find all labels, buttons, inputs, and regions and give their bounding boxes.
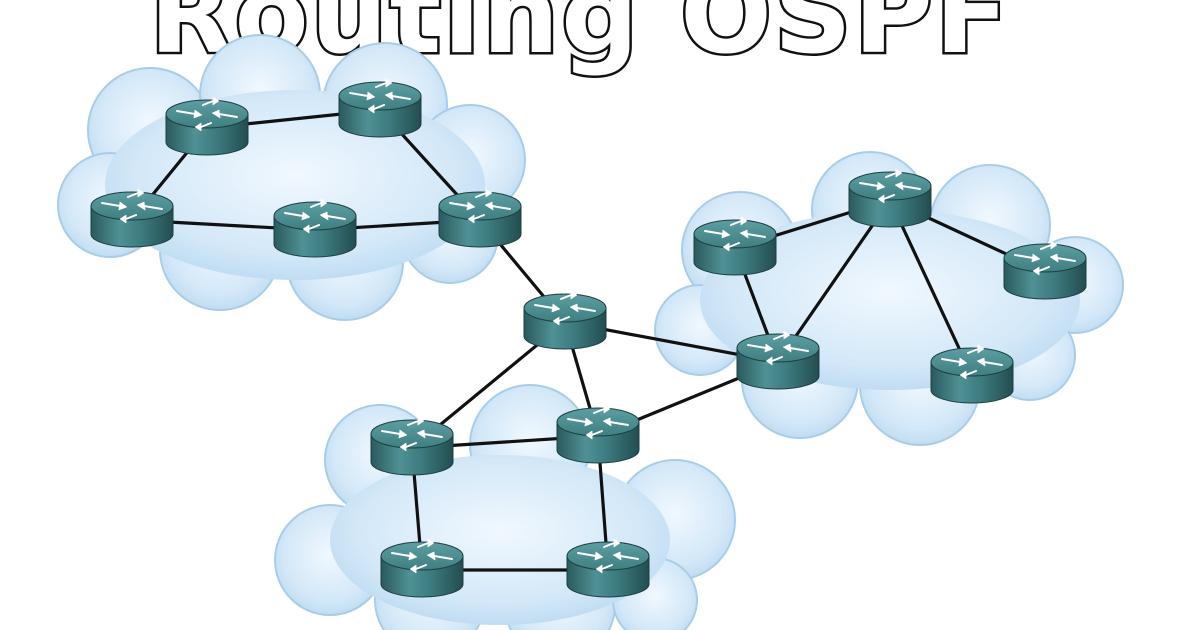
link-r13-r15 xyxy=(888,198,974,378)
router-icon-r9 xyxy=(380,538,464,598)
router-icon-r15 xyxy=(930,344,1014,404)
router-icon-r4 xyxy=(273,198,357,258)
router-icon-r11 xyxy=(736,330,820,390)
cloud-icon-bottom xyxy=(274,384,736,630)
router-icon-r5 xyxy=(438,188,522,248)
router-icon-r10 xyxy=(566,538,650,598)
router-icon-r6 xyxy=(523,290,607,350)
router-icon-r3 xyxy=(90,188,174,248)
router-icon-r8 xyxy=(556,404,640,464)
router-icon-r2 xyxy=(338,78,422,138)
router-icon-r12 xyxy=(693,216,777,276)
router-icon-r1 xyxy=(165,96,249,156)
router-icon-r7 xyxy=(370,416,454,476)
router-icon-r14 xyxy=(1003,240,1087,300)
router-icon-r13 xyxy=(848,168,932,228)
